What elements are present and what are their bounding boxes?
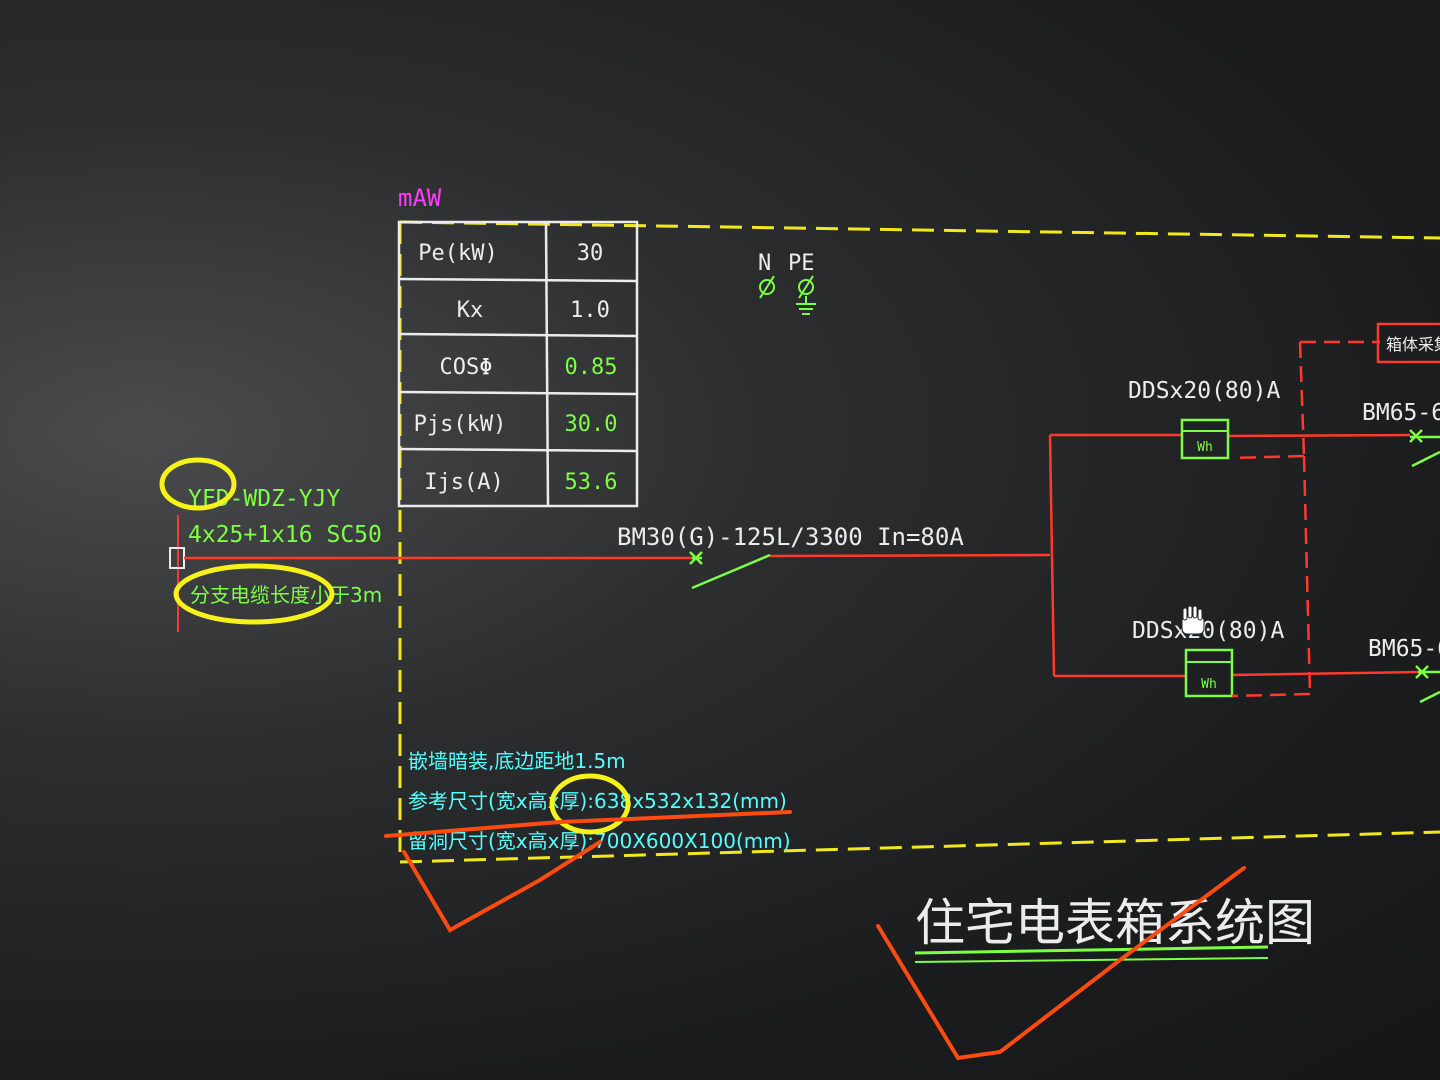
outgoing-breaker-2-symbol — [1415, 665, 1440, 704]
load-table: Pe(kW) 30 Kx 1.0 COSΦ 0.85 Pjs(kW) 30.0 … — [397, 220, 639, 508]
collector-label-box — [1376, 322, 1440, 364]
hand-cursor-icon — [1181, 605, 1205, 635]
install-note-mounting: 嵌墙暗装,底边距地1.5m — [408, 749, 626, 773]
incoming-feeder: YFD-WDZ-YJY 4x25+1x16 SC50 分支电缆长度小于3m — [169, 486, 382, 632]
meter-1[interactable]: Wh — [1180, 418, 1230, 460]
neutral-terminal-icon — [759, 275, 775, 299]
main-circuit — [184, 433, 1419, 678]
outgoing-breaker-1-label: BM65-63 — [1362, 400, 1440, 426]
meter-2-label: DDSx20(80)A — [1132, 618, 1284, 644]
main-breaker-symbol — [689, 551, 771, 590]
table-value-cos: 0.85 — [565, 355, 618, 380]
title-underline-thick — [914, 945, 1269, 955]
table-param-cos: COSΦ — [440, 355, 493, 380]
outgoing-breaker-2-label: BM65-6 — [1368, 636, 1440, 662]
meter-2-symbol: Wh — [1201, 677, 1217, 692]
neutral-ground-terminals: N PE — [758, 251, 816, 315]
annotation-circle-cable-type — [159, 457, 237, 511]
annotation-circle-dimension — [549, 773, 631, 835]
ground-terminal-icon — [796, 275, 816, 315]
main-breaker-label: BM30(G)-125L/3300 In=80A — [617, 523, 964, 551]
meter-1-label: DDSx20(80)A — [1128, 378, 1280, 404]
meter-1-symbol: Wh — [1197, 440, 1213, 455]
terminal-pe-label: PE — [788, 251, 815, 276]
table-param-ijs: Ijs(A) — [424, 470, 503, 495]
box-label: mAW — [398, 184, 442, 212]
meter-2[interactable]: Wh — [1184, 648, 1234, 698]
title-underline-thin — [914, 957, 1269, 963]
install-note-reference-size: 参考尺寸(宽x高x厚):638x532x132(mm) — [408, 789, 787, 813]
annotation-checkmark-notes — [384, 810, 792, 933]
incoming-cable-spec: 4x25+1x16 SC50 — [188, 522, 382, 548]
table-value-pe: 30 — [577, 241, 604, 266]
incoming-cable-note: 分支电缆长度小于3m — [190, 583, 382, 607]
outgoing-breaker-1-symbol — [1409, 429, 1440, 468]
annotation-checkmark-title — [876, 866, 1246, 1061]
table-param-kx: Kx — [457, 298, 484, 323]
table-param-pjs: Pjs(kW) — [414, 412, 507, 437]
table-value-pjs: 30.0 — [565, 412, 618, 437]
diagram-title: 住宅电表箱系统图 — [915, 894, 1315, 952]
annotation-circle-cable-note — [173, 563, 335, 625]
collector-label: 箱体采集器 — [1386, 335, 1440, 354]
table-param-pe: Pe(kW) — [418, 241, 497, 266]
table-value-kx: 1.0 — [570, 298, 610, 323]
table-value-ijs: 53.6 — [565, 470, 618, 495]
terminal-n-label: N — [758, 251, 771, 276]
collector-subbox — [1231, 340, 1380, 698]
